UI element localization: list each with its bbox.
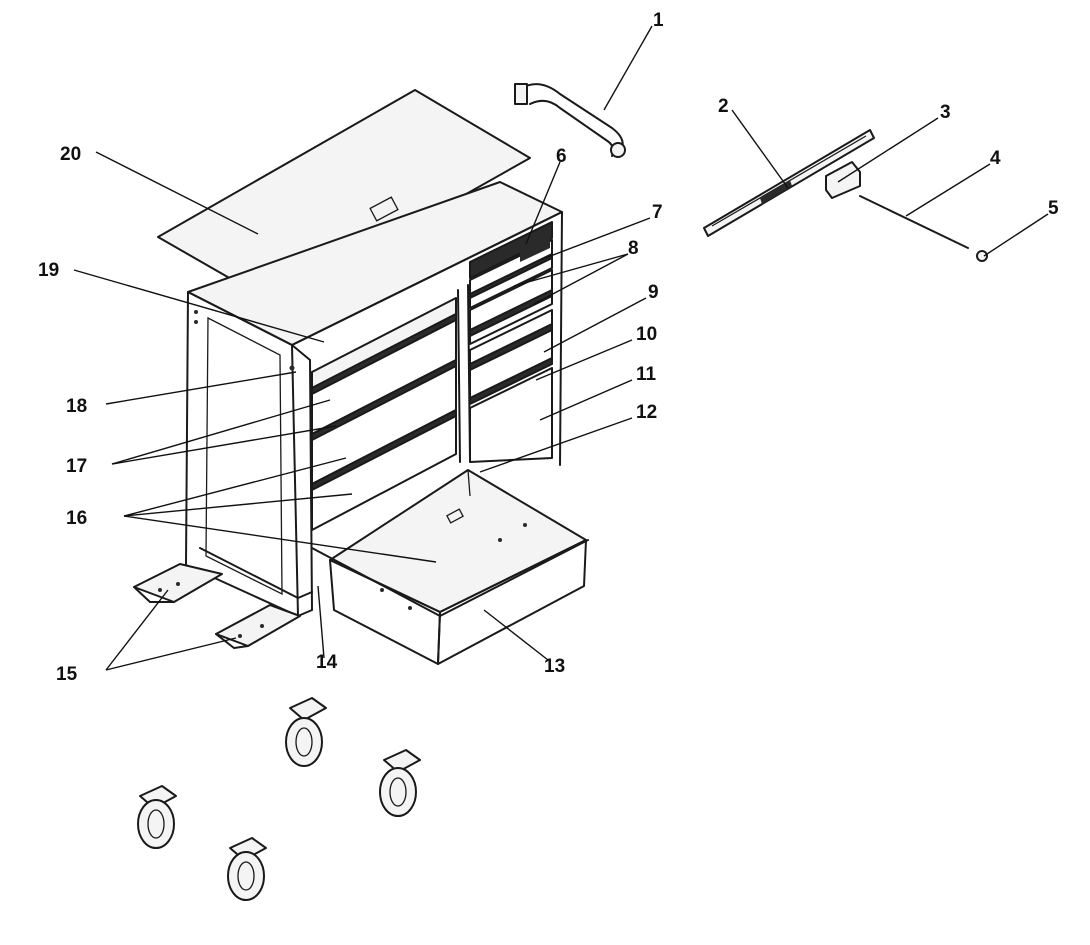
callout-12: 12	[636, 402, 657, 423]
drawer-slide	[703, 129, 875, 237]
slide-bracket	[825, 161, 861, 199]
callout-15: 15	[56, 664, 78, 685]
cabinet-body	[185, 181, 563, 617]
leader-lines	[73, 25, 1049, 671]
callout-labels: 1 2 3 4 5 6 7 8 9 10 11 12 13 14 15 16 1…	[38, 10, 1059, 685]
right-drawer-stack	[469, 221, 553, 463]
callout-7: 7	[652, 202, 663, 223]
open-bottom-drawer	[311, 469, 589, 665]
fastener	[976, 250, 988, 262]
callout-16: 16	[66, 508, 87, 529]
callout-13: 13	[544, 656, 565, 677]
caster-1	[285, 697, 327, 767]
caster-4	[227, 837, 267, 901]
callout-10: 10	[636, 324, 657, 345]
cabinet-handle	[514, 83, 626, 158]
caster-2	[379, 749, 421, 817]
callout-3: 3	[940, 102, 951, 123]
callout-17: 17	[66, 456, 87, 477]
left-drawer-stack	[311, 297, 457, 531]
casters	[137, 697, 421, 901]
callout-1: 1	[653, 10, 664, 31]
callout-20: 20	[60, 144, 81, 165]
callout-14: 14	[316, 652, 338, 673]
callout-18: 18	[66, 396, 87, 417]
callout-5: 5	[1048, 198, 1059, 219]
callout-4: 4	[990, 148, 1001, 169]
caster-3	[137, 785, 177, 849]
callout-19: 19	[38, 260, 59, 281]
callout-8: 8	[628, 238, 639, 259]
base-brackets	[133, 563, 301, 649]
callout-2: 2	[718, 96, 729, 117]
callout-11: 11	[636, 364, 657, 385]
callout-6: 6	[556, 146, 567, 167]
drawer-rod	[859, 195, 969, 249]
callout-9: 9	[648, 282, 659, 303]
